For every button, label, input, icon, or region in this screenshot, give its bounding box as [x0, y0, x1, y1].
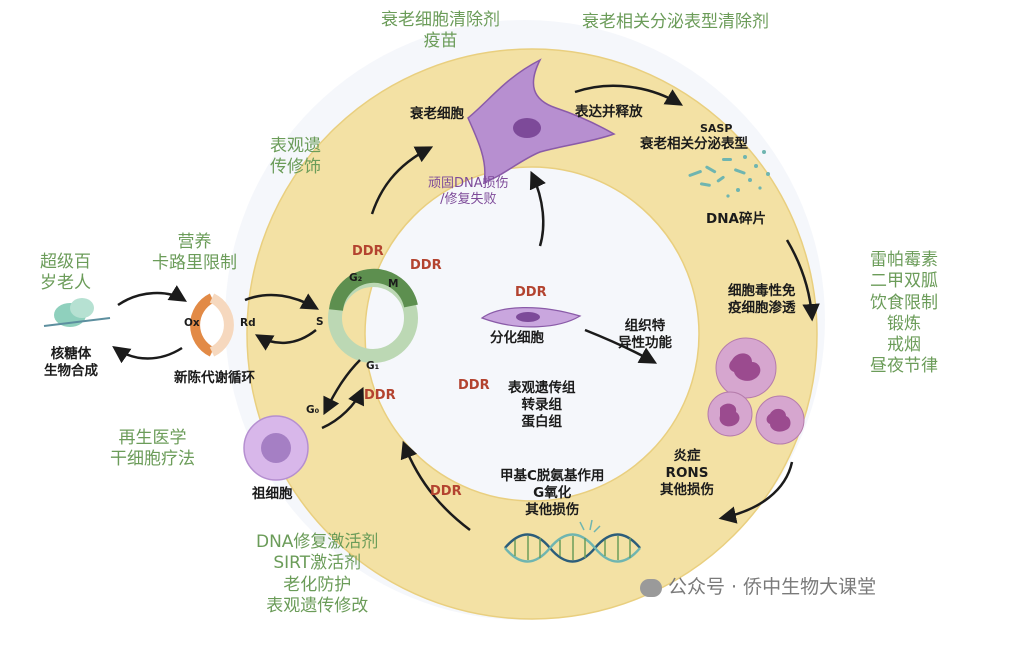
redox-ox-label: Ox: [184, 317, 200, 329]
express-release-label: 表达并释放: [575, 104, 643, 120]
watermark-text: 公众号 · 侨中生物大课堂: [668, 576, 877, 598]
omics-label: 表观遗传组 转录组 蛋白组: [508, 380, 576, 430]
immune-cells-icon: [707, 337, 805, 445]
redox-cycle-icon: [190, 293, 234, 357]
inflammation-label: 炎症 RONS 其他损伤: [660, 448, 714, 498]
ddr-label: DDR: [458, 378, 490, 393]
immune-infiltration-label: 细胞毒性免 疫细胞渗透: [728, 283, 796, 316]
ddr-label: DDR: [364, 388, 396, 403]
dna-fragments-label: DNA碎片: [706, 211, 766, 227]
ddr-label: DDR: [352, 244, 384, 259]
caloric-restriction-label: 营养 卡路里限制: [152, 232, 237, 274]
phase-g1-label: G₁: [366, 360, 380, 372]
redox-rd-label: Rd: [240, 317, 256, 329]
flow-arrows: [112, 84, 820, 531]
differentiated-cell-icon: [480, 307, 582, 328]
senolytic-vaccine-label: 衰老细胞清除剂 疫苗: [381, 10, 500, 52]
progenitor-cell-icon: [243, 415, 309, 481]
epigenetic-modification-label: 表观遗 传修饰: [270, 136, 321, 178]
phase-g2-label: G₂: [349, 272, 363, 284]
nad-cycle-label: 新陈代谢循环: [174, 370, 255, 386]
wechat-watermark: 公众号 · 侨中生物大课堂: [640, 576, 876, 600]
differentiated-cell-label: 分化细胞: [490, 330, 544, 346]
phase-s-label: S: [316, 316, 324, 328]
ddr-label: DDR: [430, 484, 462, 499]
sasp-full-label: 衰老相关分泌表型: [640, 136, 748, 152]
ribosome-icon: [43, 298, 111, 327]
methylation-damage-label: 甲基C脱氨基作用 G氧化 其他损伤: [500, 468, 605, 518]
senescent-cell-label: 衰老细胞: [410, 106, 464, 122]
tissue-function-label: 组织特 异性功能: [618, 318, 672, 351]
progenitor-cell-label: 祖细胞: [252, 486, 293, 502]
cell-cycle-icon: [328, 268, 418, 363]
centenarian-label: 超级百 岁老人: [40, 252, 91, 294]
dna-helix-icon: [504, 519, 641, 563]
ddr-label: DDR: [410, 258, 442, 273]
ring-outer-edge: [246, 48, 818, 620]
regenerative-medicine-label: 再生医学 干细胞疗法: [110, 428, 195, 470]
ring-inner-edge: [364, 166, 700, 502]
ribosome-biogenesis-label: 核糖体 生物合成: [44, 346, 98, 379]
senescent-cell-icon: [467, 58, 616, 184]
sasp-clearance-label: 衰老相关分泌表型清除剂: [582, 12, 769, 32]
dna-fragments-icon: [688, 150, 770, 198]
wechat-icon: [640, 578, 662, 597]
phase-m-label: M: [388, 278, 399, 290]
persistent-dna-damage-label: 顽固DNA损伤 /修复失败: [428, 176, 509, 208]
ddr-label: DDR: [515, 285, 547, 300]
sasp-label: SASP: [700, 122, 733, 135]
phase-g0-label: G₀: [306, 404, 320, 416]
intervention-list-label: 雷帕霉素 二甲双胍 饮食限制 锻炼 戒烟 昼夜节律: [870, 250, 938, 377]
dna-repair-activators-label: DNA修复激活剂 SIRT激活剂 老化防护 表观遗传修改: [256, 532, 379, 616]
